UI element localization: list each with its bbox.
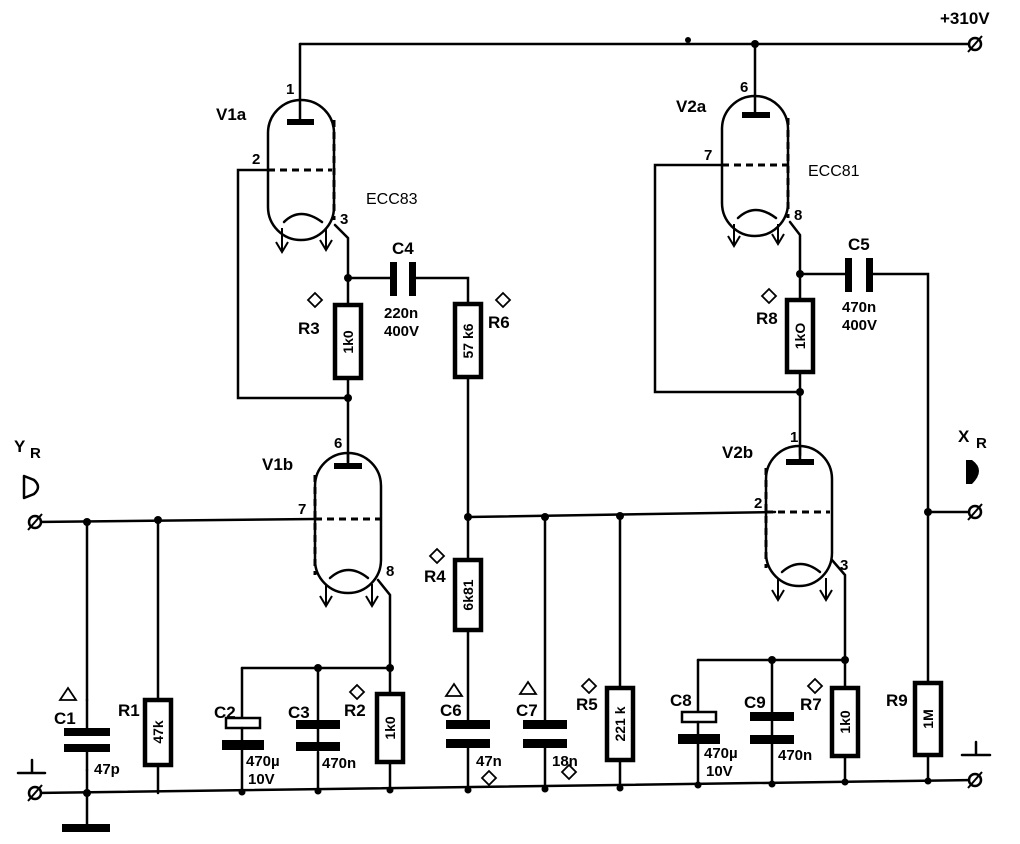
c4-label: C4 (392, 239, 414, 258)
v2b-label: V2b (722, 443, 753, 462)
c3-value: 470n (322, 755, 356, 772)
r9-value: 1M (920, 709, 936, 728)
tube-v2a: V2a 6 7 8 ECC81 (676, 79, 860, 248)
v2b-pin-cathode: 3 (840, 557, 848, 574)
c4-value: 220n (384, 305, 418, 322)
c3-label: C3 (288, 703, 310, 722)
r4-value: 6k81 (460, 579, 476, 610)
r3-label: R3 (298, 319, 320, 338)
capacitor-c4: C4 220n 400V (384, 239, 419, 340)
v2a-pin-cathode: 8 (794, 207, 802, 224)
tube-v1a: V1a 1 2 3 ECC83 (216, 81, 418, 254)
v2b-pin-grid: 2 (754, 495, 762, 512)
v1a-pin-grid: 2 (252, 151, 260, 168)
capacitor-c6: C6 47n (440, 682, 502, 787)
v2a-label: V2a (676, 97, 707, 116)
r1-value: 47k (150, 720, 166, 744)
c2-voltage: 10V (248, 771, 275, 788)
y-input-sub: R (30, 445, 41, 462)
r6-label: R6 (488, 313, 510, 332)
v1b-label: V1b (262, 455, 293, 474)
r4-label: R4 (424, 567, 446, 586)
v2-tube-type: ECC81 (808, 163, 860, 180)
c5-label: C5 (848, 235, 870, 254)
c5-value: 470n (842, 299, 876, 316)
c8-value: 470µ (704, 745, 738, 762)
ground-terminal-left (16, 758, 110, 832)
ground-terminal-right (960, 740, 992, 789)
c8-voltage: 10V (706, 763, 733, 780)
c6-label: C6 (440, 701, 462, 720)
r8-value: 1kO (792, 323, 808, 350)
r5-label: R5 (576, 695, 598, 714)
resistor-r4: 6k81 R4 (424, 547, 484, 633)
r6-value: 57 k6 (460, 323, 476, 358)
c7-value: 18n (552, 753, 578, 770)
resistor-r1: 47k R1 (118, 697, 174, 768)
c4-voltage: 400V (384, 323, 419, 340)
supply-terminal: +310V (940, 9, 990, 53)
supply-label: +310V (940, 9, 990, 28)
junction-dots (83, 37, 932, 797)
v2a-pin-anode: 6 (740, 79, 748, 96)
capacitor-c7: C7 18n (516, 680, 578, 781)
resistor-r7: 1k0 R7 (800, 677, 861, 759)
r3-value: 1k0 (340, 330, 356, 354)
resistor-r8: 1kO R8 (756, 287, 816, 375)
c2-label: C2 (214, 703, 236, 722)
v1b-pin-anode: 6 (334, 435, 342, 452)
c1-label: C1 (54, 709, 76, 728)
r1-label: R1 (118, 701, 140, 720)
r5-value: 221 k (612, 706, 628, 741)
c8-label: C8 (670, 691, 692, 710)
v2a-pin-grid: 7 (704, 147, 712, 164)
c9-value: 470n (778, 747, 812, 764)
r7-label: R7 (800, 695, 822, 714)
r8-label: R8 (756, 309, 778, 328)
v1a-pin-anode: 1 (286, 81, 294, 98)
capacitor-c5: C5 470n 400V (842, 235, 877, 334)
r9-label: R9 (886, 691, 908, 710)
y-input-label: Y (14, 437, 26, 456)
c6-value: 47n (476, 753, 502, 770)
v1-tube-type: ECC83 (366, 191, 418, 208)
x-output-label: X (958, 427, 970, 446)
resistor-r5: 221 k R5 (576, 677, 636, 763)
capacitor-c8: C8 470µ 10V (670, 691, 738, 780)
tube-v2b: V2b 1 2 3 (722, 429, 848, 602)
wiring (33, 42, 977, 795)
v2b-pin-anode: 1 (790, 429, 798, 446)
c2-value: 470µ (246, 753, 280, 770)
v1b-pin-grid: 7 (298, 501, 306, 518)
capacitor-c2: C2 470µ 10V (214, 703, 280, 788)
c5-voltage: 400V (842, 317, 877, 334)
y-input-terminal: Y R (14, 437, 43, 531)
r7-value: 1k0 (837, 710, 853, 734)
capacitor-c1: C1 47p (54, 686, 120, 778)
c7-label: C7 (516, 701, 538, 720)
v1a-label: V1a (216, 105, 247, 124)
r2-label: R2 (344, 701, 366, 720)
x-output-sub: R (976, 435, 987, 452)
r2-value: 1k0 (382, 716, 398, 740)
resistor-r2: 1k0 R2 (344, 683, 406, 765)
v1a-pin-cathode: 3 (340, 211, 348, 228)
x-output-terminal: X R (958, 427, 987, 521)
resistor-r9: 1M R9 (886, 680, 944, 758)
resistor-r6: 57 k6 R6 (452, 291, 512, 380)
capacitor-c3: C3 470n (288, 703, 356, 772)
c9-label: C9 (744, 693, 766, 712)
capacitor-c9: C9 470n (744, 693, 812, 764)
resistor-r3: 1k0 R3 (298, 291, 364, 381)
v1b-pin-cathode: 8 (386, 563, 394, 580)
tube-v1b: V1b 6 7 8 (262, 435, 394, 608)
c1-value: 47p (94, 761, 120, 778)
